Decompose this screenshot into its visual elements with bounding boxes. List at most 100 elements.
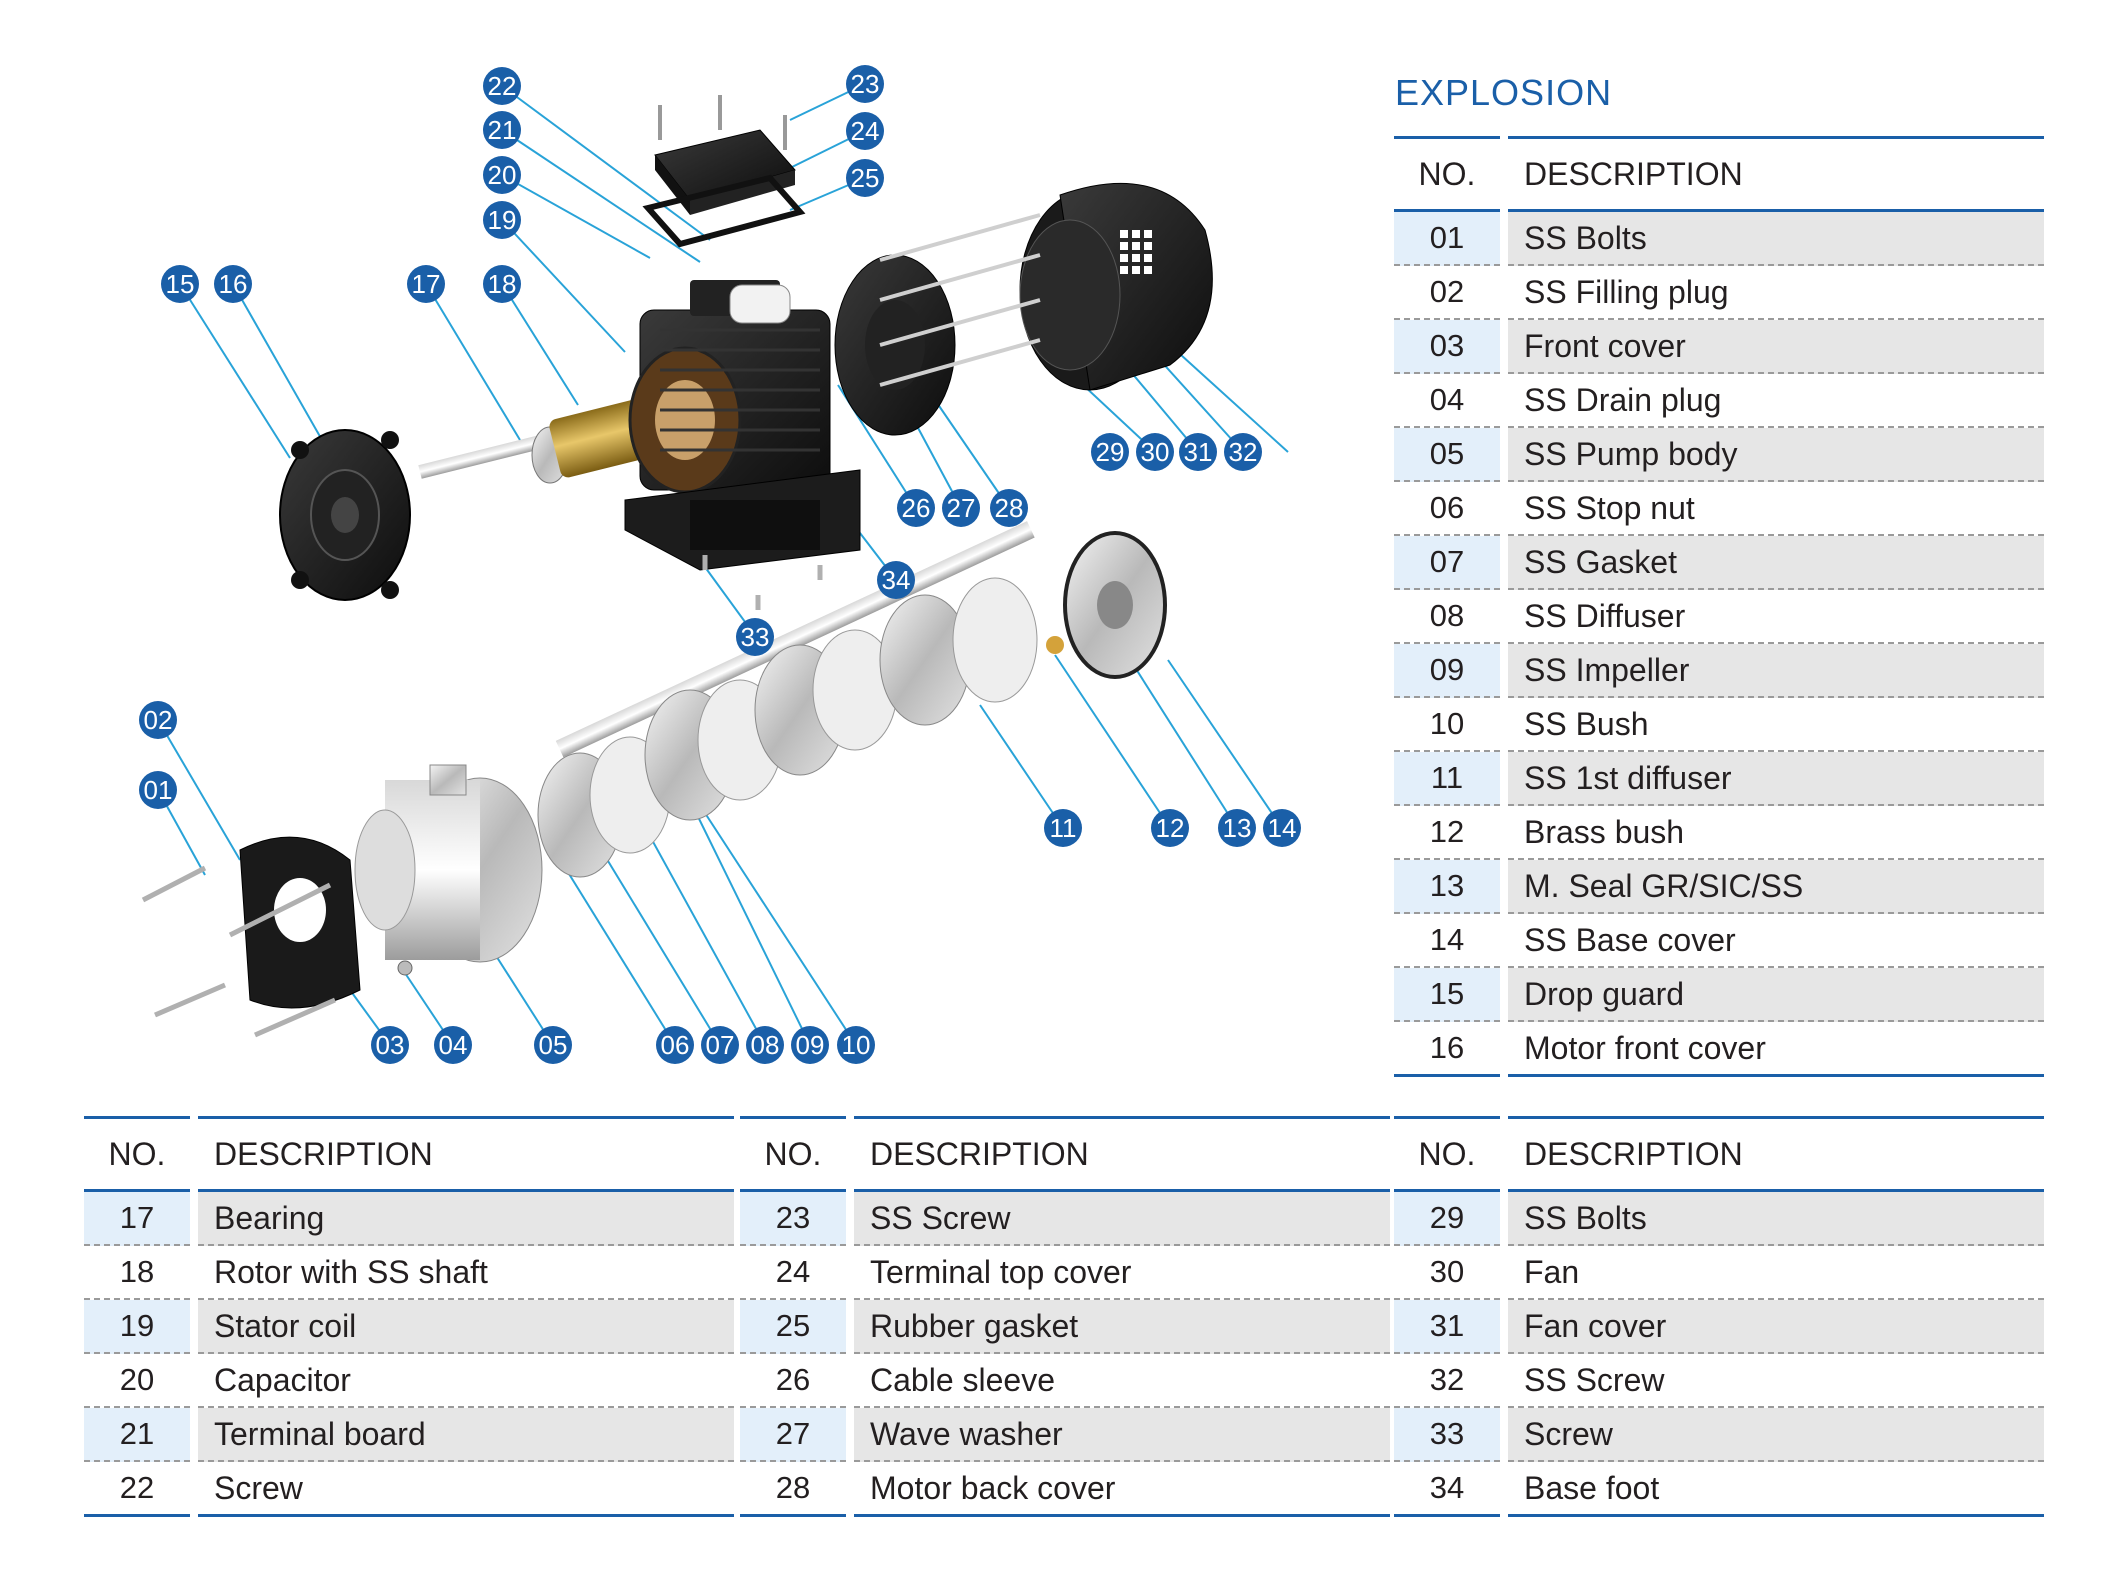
callout-circle <box>371 1026 409 1064</box>
callout-circle <box>1263 809 1301 847</box>
callout-circle <box>483 67 521 105</box>
callout-circle <box>942 489 980 527</box>
no-header: NO. <box>1394 1116 1500 1192</box>
part-number: 33 <box>1394 1408 1500 1462</box>
no-header: NO. <box>740 1116 846 1192</box>
callout-number: 28 <box>995 493 1024 523</box>
part-description: Bearing <box>198 1192 734 1246</box>
callout-number: 01 <box>144 775 173 805</box>
callout-badge: 18 <box>483 265 521 303</box>
part-number: 21 <box>84 1408 190 1462</box>
part-number: 23 <box>740 1192 846 1246</box>
part-number: 16 <box>1394 1022 1500 1077</box>
part-description: SS Bolts <box>1508 212 2044 266</box>
part-number: 15 <box>1394 968 1500 1022</box>
part-description: Wave washer <box>854 1408 1390 1462</box>
part-description: SS Impeller <box>1508 644 2044 698</box>
callout-circle <box>846 159 884 197</box>
part-number: 25 <box>740 1300 846 1354</box>
part-number: 19 <box>84 1300 190 1354</box>
part-description: SS Drain plug <box>1508 374 2044 428</box>
part-description: Screw <box>1508 1408 2044 1462</box>
part-description: Front cover <box>1508 320 2044 374</box>
callout-circle <box>846 112 884 150</box>
part-description: Terminal top cover <box>854 1246 1390 1300</box>
callout-badge: 22 <box>483 67 521 105</box>
callout-number: 12 <box>1156 813 1185 843</box>
part-description: Stator coil <box>198 1300 734 1354</box>
callout-badge: 10 <box>837 1026 875 1064</box>
callout-badge: 32 <box>1224 433 1262 471</box>
callout-circle <box>483 201 521 239</box>
callout-circle <box>214 265 252 303</box>
no-header: NO. <box>1394 136 1500 212</box>
part-number: 08 <box>1394 590 1500 644</box>
callout-number: 25 <box>851 163 880 193</box>
callout-circle <box>534 1026 572 1064</box>
part-description: Cable sleeve <box>854 1354 1390 1408</box>
callout-badge: 34 <box>877 561 915 599</box>
callout-number: 32 <box>1229 437 1258 467</box>
part-description: Base foot <box>1508 1462 2044 1517</box>
part-number: 13 <box>1394 860 1500 914</box>
callout-badge: 31 <box>1179 433 1217 471</box>
callout-circle <box>897 489 935 527</box>
callout-number: 29 <box>1096 437 1125 467</box>
part-number: 32 <box>1394 1354 1500 1408</box>
callout-badge: 12 <box>1151 809 1189 847</box>
callout-badge: 02 <box>139 701 177 739</box>
part-number: 26 <box>740 1354 846 1408</box>
callout-badge: 16 <box>214 265 252 303</box>
part-description: Screw <box>198 1462 734 1517</box>
part-number: 10 <box>1394 698 1500 752</box>
exploded-pump-diagram: 0102030405060708091011121314151617181920… <box>139 65 1301 1064</box>
callout-circle <box>1224 433 1262 471</box>
part-number: 11 <box>1394 752 1500 806</box>
callout-number: 27 <box>947 493 976 523</box>
callout-number: 05 <box>539 1030 568 1060</box>
callout-badge: 19 <box>483 201 521 239</box>
callout-badge: 14 <box>1263 809 1301 847</box>
callout-number: 11 <box>1050 813 1077 843</box>
callout-circle <box>483 156 521 194</box>
callout-number: 18 <box>488 269 517 299</box>
callout-badge: 26 <box>897 489 935 527</box>
part-number: 04 <box>1394 374 1500 428</box>
callout-circle <box>736 618 774 656</box>
part-description: SS Bolts <box>1508 1192 2044 1246</box>
callout-number: 21 <box>488 115 517 145</box>
part-description: SS Base cover <box>1508 914 2044 968</box>
part-number: 06 <box>1394 482 1500 536</box>
callout-circle <box>791 1026 829 1064</box>
callout-number: 34 <box>882 565 911 595</box>
part-number: 30 <box>1394 1246 1500 1300</box>
callout-badge: 30 <box>1136 433 1174 471</box>
motor-body-part <box>624 280 861 571</box>
callout-number: 08 <box>751 1030 780 1060</box>
callout-circle <box>1218 809 1256 847</box>
part-description: M. Seal GR/SIC/SS <box>1508 860 2044 914</box>
callout-circle <box>407 265 445 303</box>
callout-number: 14 <box>1268 813 1297 843</box>
part-description: SS Pump body <box>1508 428 2044 482</box>
no-header: NO. <box>84 1116 190 1192</box>
callout-badge: 01 <box>139 771 177 809</box>
